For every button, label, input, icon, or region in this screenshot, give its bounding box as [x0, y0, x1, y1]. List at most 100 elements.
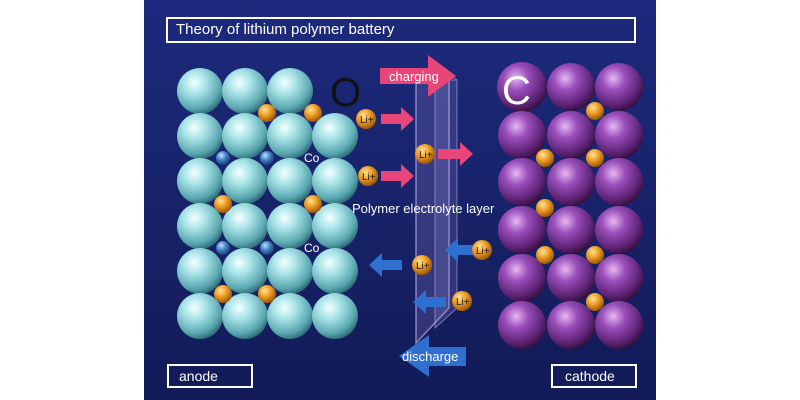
anode-sphere [267, 113, 313, 159]
anode-sphere [312, 158, 358, 204]
svg-text:Li+: Li+ [419, 150, 433, 161]
lithium-ion [258, 104, 276, 122]
cathode-letter: C [502, 69, 531, 113]
cathode-sphere [498, 254, 546, 302]
anode-label-box: anode [167, 364, 253, 388]
title-box: Theory of lithium polymer battery [166, 17, 636, 43]
cathode-sphere [547, 111, 595, 159]
lithium-ion [304, 104, 322, 122]
cathode-sphere [595, 254, 643, 302]
anode-sphere [177, 248, 223, 294]
li-ion-marker: Li+ [412, 255, 432, 275]
lithium-ion [586, 293, 604, 311]
lithium-ion [586, 246, 604, 264]
anode-sphere [222, 248, 268, 294]
electrolyte-label: Polymer electrolyte layer [352, 201, 495, 216]
lithium-ion [258, 285, 276, 303]
cobalt-label: Co [304, 241, 320, 255]
anode-sphere [312, 203, 358, 249]
cathode-sphere [498, 158, 546, 206]
lithium-ion [536, 199, 554, 217]
discharge-arrow [369, 253, 402, 277]
cathode-sphere [547, 158, 595, 206]
cathode-sphere [595, 301, 643, 349]
svg-text:Li+: Li+ [476, 246, 490, 257]
svg-text:Li+: Li+ [362, 172, 376, 183]
cathode-label-box: cathode [551, 364, 637, 388]
svg-text:Li+: Li+ [416, 261, 430, 272]
anode-sphere [222, 113, 268, 159]
anode-lithium-ions [214, 104, 322, 303]
anode-sphere [177, 203, 223, 249]
cathode-sphere [498, 301, 546, 349]
li-ion-marker: Li+ [358, 166, 378, 186]
electrolyte-slab [415, 73, 458, 345]
anode-sphere [312, 113, 358, 159]
li-ion-marker: Li+ [472, 240, 492, 260]
cathode-sphere [498, 111, 546, 159]
anode-sphere [267, 158, 313, 204]
svg-text:Li+: Li+ [360, 115, 374, 126]
anode-sphere [267, 68, 313, 114]
cathode-sphere [595, 111, 643, 159]
lithium-ion [586, 149, 604, 167]
anode-sphere [177, 68, 223, 114]
lithium-ion [586, 102, 604, 120]
anode-sphere [267, 293, 313, 339]
cathode-sphere [595, 158, 643, 206]
discharge-arrow [413, 290, 446, 314]
cathode-label: cathode [565, 368, 615, 384]
diagram-title: Theory of lithium polymer battery [176, 21, 395, 38]
anode-sphere [222, 158, 268, 204]
anode-sphere [222, 203, 268, 249]
cobalt-atom [260, 151, 274, 165]
cathode-sphere [547, 63, 595, 111]
cathode-lattice [497, 62, 643, 349]
li-ion-marker: Li+ [452, 291, 472, 311]
cathode-sphere [547, 301, 595, 349]
charging-arrows [380, 55, 473, 188]
cathode-sphere [497, 62, 547, 112]
cobalt-atom [216, 151, 230, 165]
cathode-sphere [595, 63, 643, 111]
anode-sphere [177, 293, 223, 339]
anode-label: anode [179, 368, 218, 384]
anode-sphere [312, 248, 358, 294]
anode-sphere [267, 203, 313, 249]
discharge-arrow [445, 238, 478, 262]
charging-label: charging [389, 69, 439, 84]
cathode-sphere [547, 254, 595, 302]
lithium-ion [304, 195, 322, 213]
svg-text:Li+: Li+ [456, 297, 470, 308]
charging-arrow [381, 164, 414, 188]
cathode-sphere [547, 206, 595, 254]
anode-lattice [177, 68, 358, 339]
cathode-lithium-ions [536, 102, 604, 311]
anode-sphere [267, 248, 313, 294]
li-ion-marker: Li+ [356, 109, 376, 129]
charging-arrow-large [380, 55, 456, 97]
lithium-ion [536, 149, 554, 167]
discharge-label: discharge [402, 349, 458, 364]
anode-letter: O [330, 71, 361, 115]
battery-diagram: Co Co O C c [144, 0, 656, 400]
diagram-canvas: Co Co O C c [177, 55, 643, 377]
anode-sphere [177, 113, 223, 159]
travelling-ions: Li+ Li+ Li+ Li+ Li+ Li+ [356, 109, 492, 311]
charging-arrow [381, 107, 414, 131]
lithium-ion [214, 195, 232, 213]
anode-sphere [312, 293, 358, 339]
cobalt-atoms [216, 151, 274, 255]
charging-arrow [438, 142, 473, 166]
anode-sphere [177, 158, 223, 204]
cobalt-label: Co [304, 151, 320, 165]
li-ion-marker: Li+ [415, 144, 435, 164]
cobalt-atom [216, 241, 230, 255]
discharge-arrows [369, 238, 478, 377]
cathode-sphere [498, 206, 546, 254]
cobalt-atom [260, 241, 274, 255]
anode-sphere [222, 68, 268, 114]
discharge-arrow-large [399, 335, 466, 377]
lithium-ion [214, 285, 232, 303]
cathode-sphere [595, 206, 643, 254]
